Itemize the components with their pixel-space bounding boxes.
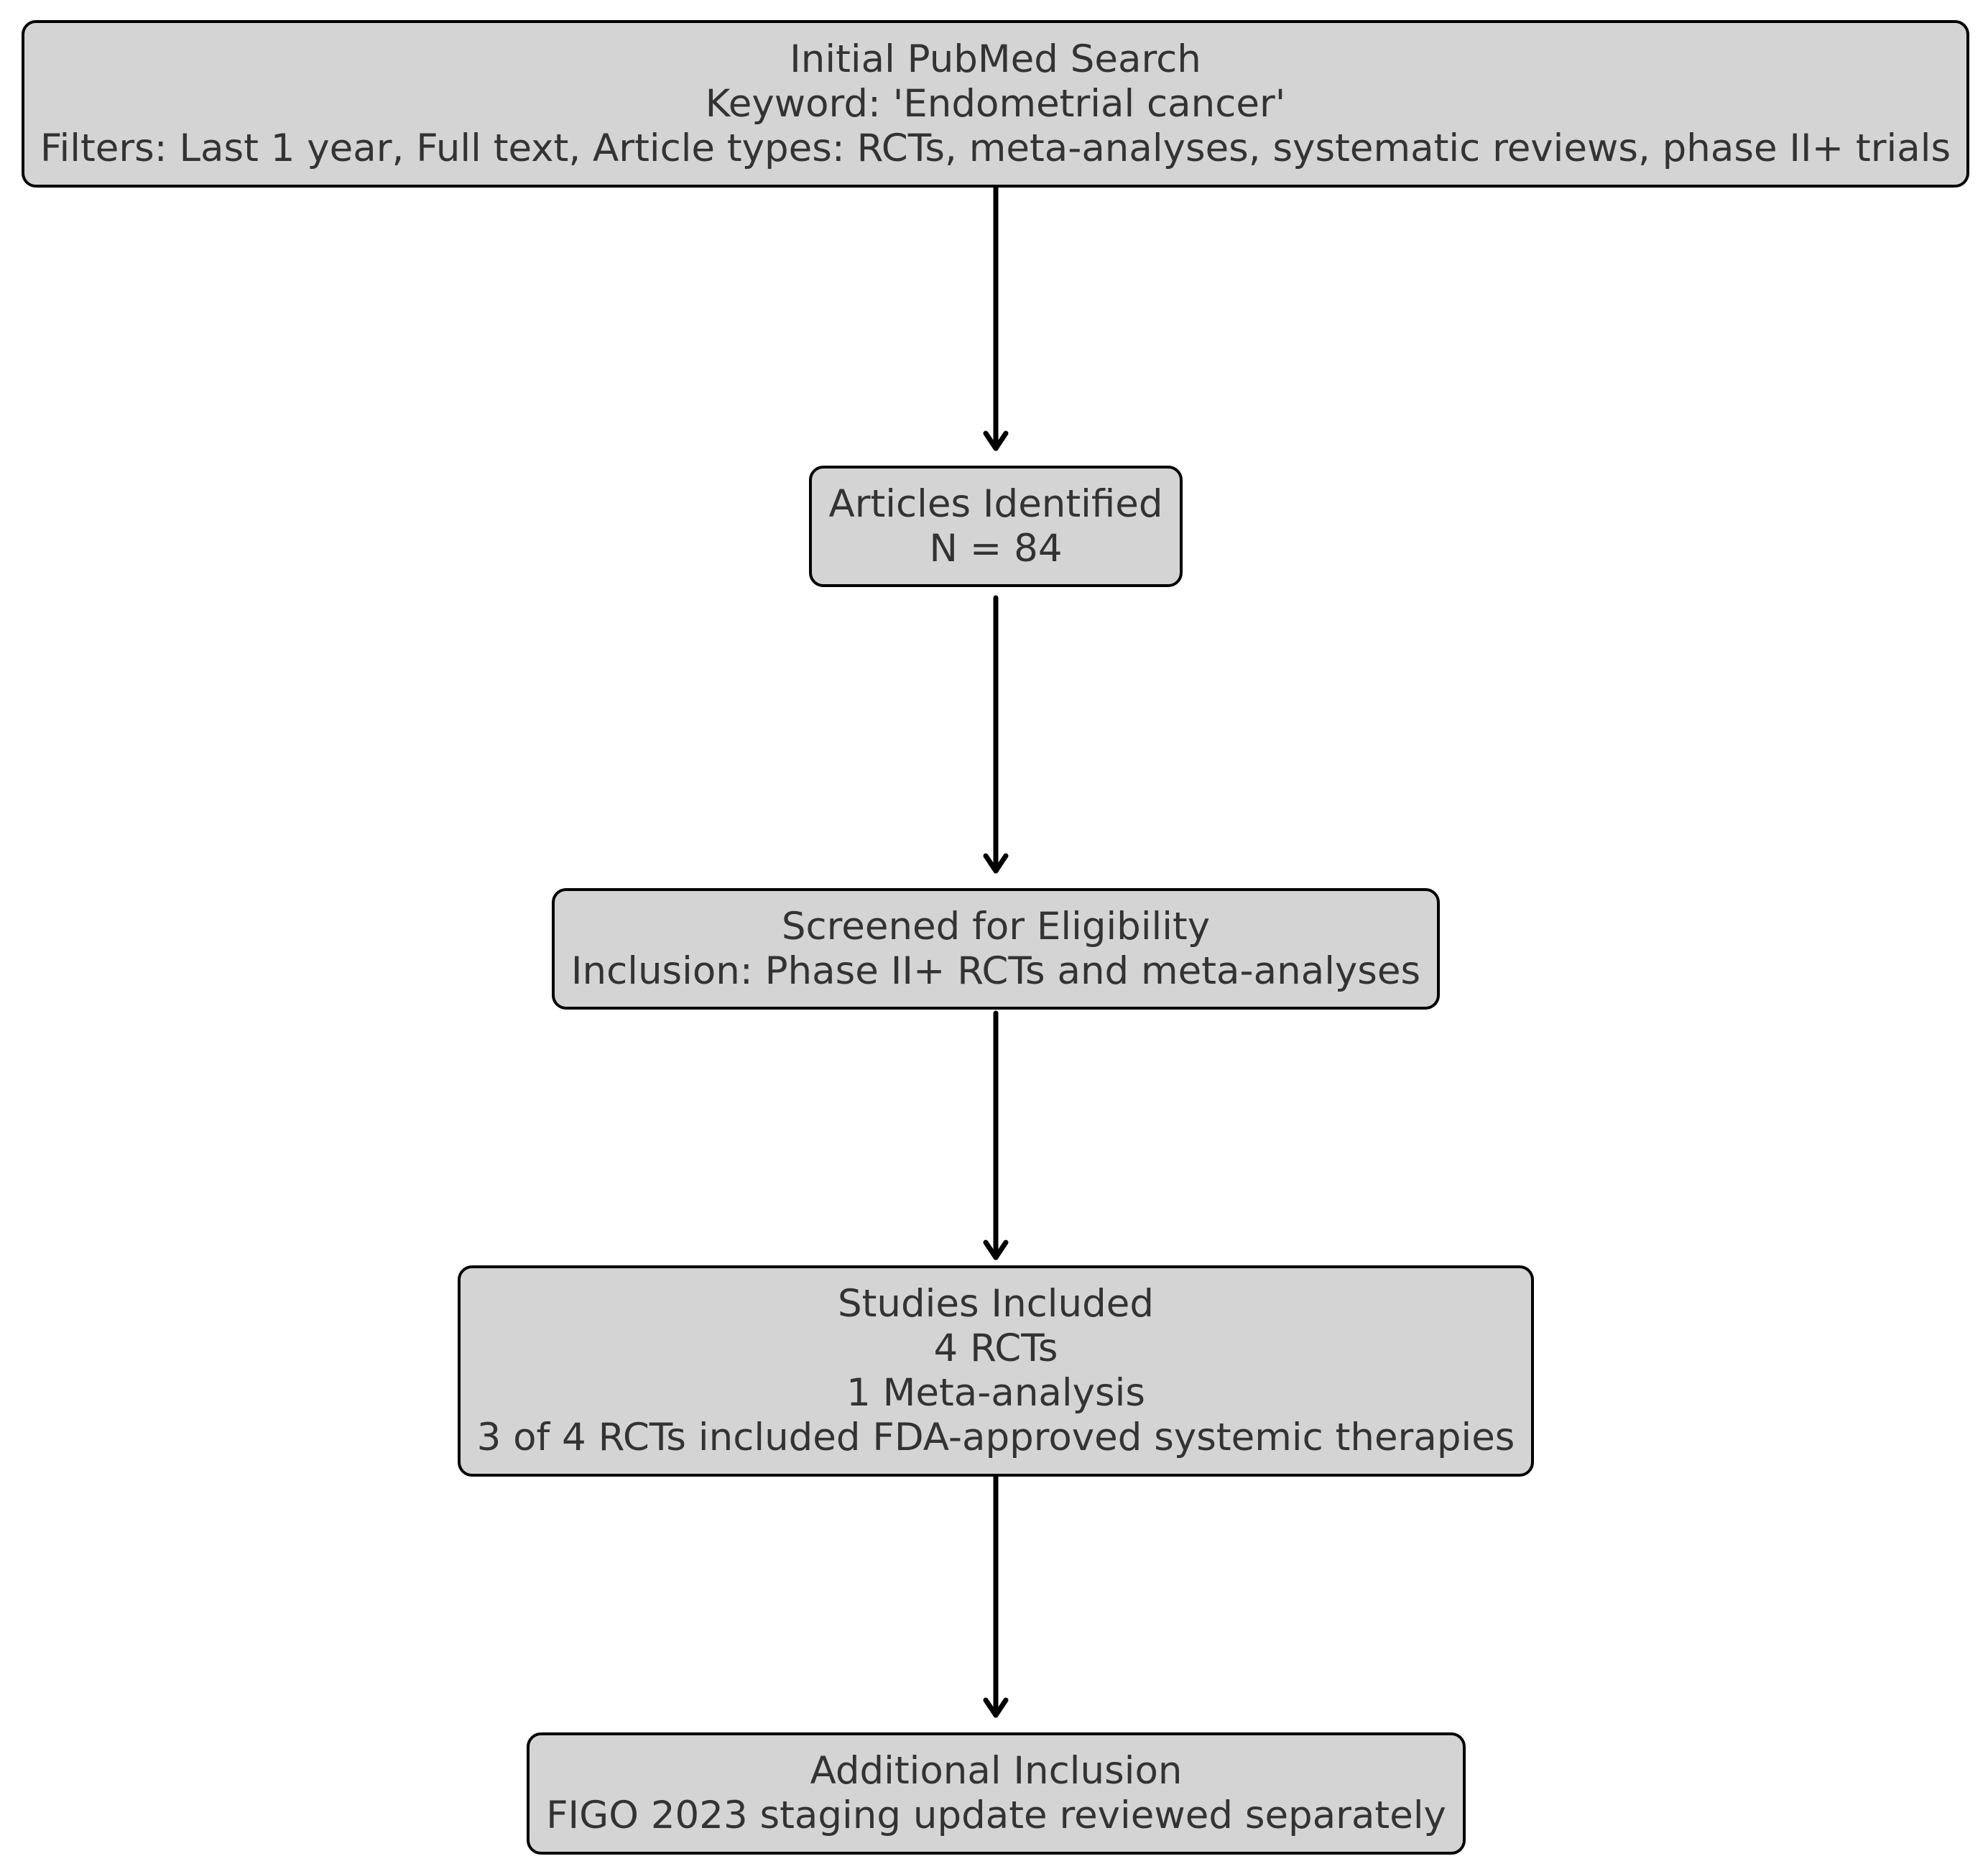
screened-title: Screened for Eligibility bbox=[781, 904, 1211, 948]
articles-identified-box: Articles Identified N = 84 bbox=[809, 466, 1183, 587]
articles-identified-title: Articles Identified bbox=[828, 481, 1163, 526]
arrowhead-included-to-additional bbox=[983, 1697, 1009, 1718]
studies-included-title: Studies Included bbox=[837, 1282, 1155, 1326]
studies-included-fda: 3 of 4 RCTs included FDA-approved system… bbox=[476, 1416, 1515, 1459]
additional-inclusion-box: Additional Inclusion FIGO 2023 staging u… bbox=[527, 1732, 1466, 1855]
initial-search-keyword: Keyword: 'Endometrial cancer' bbox=[705, 81, 1286, 126]
arrowhead-search-to-identified bbox=[983, 430, 1009, 451]
articles-identified-count: N = 84 bbox=[929, 526, 1063, 571]
arrowhead-screened-to-included bbox=[983, 1240, 1009, 1260]
initial-search-filters: Filters: Last 1 year, Full text, Article… bbox=[40, 126, 1951, 170]
screened-inclusion: Inclusion: Phase II+ RCTs and meta-analy… bbox=[570, 948, 1421, 993]
additional-inclusion-figo: FIGO 2023 staging update reviewed separa… bbox=[546, 1794, 1446, 1837]
studies-included-box: Studies Included 4 RCTs 1 Meta-analysis … bbox=[458, 1265, 1534, 1477]
studies-included-meta: 1 Meta-analysis bbox=[846, 1371, 1145, 1415]
additional-inclusion-title: Additional Inclusion bbox=[810, 1749, 1183, 1793]
arrowhead-identified-to-screened bbox=[983, 853, 1009, 874]
screened-box: Screened for Eligibility Inclusion: Phas… bbox=[552, 888, 1440, 1010]
initial-search-box: Initial PubMed Search Keyword: 'Endometr… bbox=[22, 20, 1969, 188]
studies-included-rcts: 4 RCTs bbox=[933, 1326, 1058, 1370]
initial-search-title: Initial PubMed Search bbox=[790, 37, 1201, 81]
